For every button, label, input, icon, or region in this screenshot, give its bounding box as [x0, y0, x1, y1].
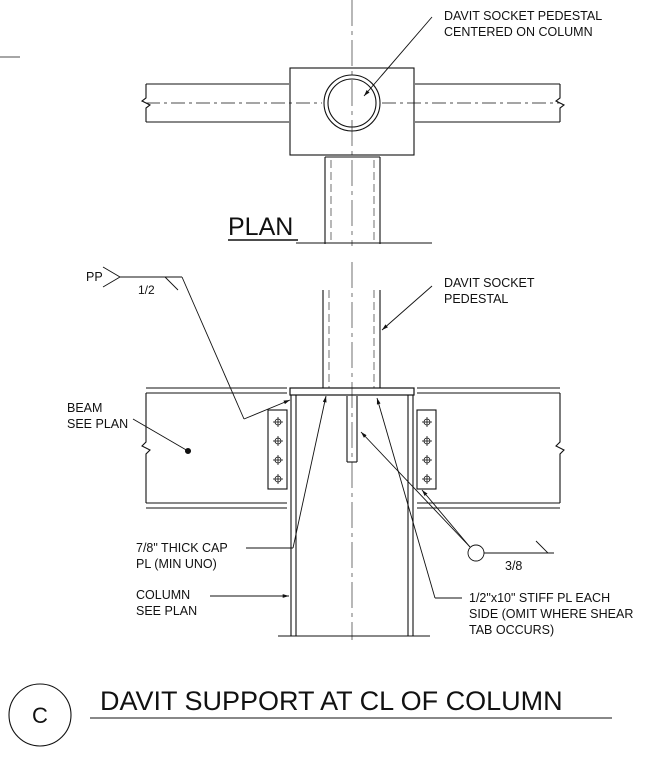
shear-tab-left — [267, 409, 288, 490]
pp-weld-symbol — [102, 266, 291, 420]
plan-column — [296, 156, 432, 244]
detail-title-block — [8, 683, 612, 747]
column-note-line1: COLUMN — [136, 588, 190, 602]
stiffener-plate — [346, 396, 358, 463]
plan-view — [0, 0, 566, 246]
column-note-line2: SEE PLAN — [136, 604, 197, 618]
cap-plate — [289, 387, 415, 396]
beam-note-line1: BEAM — [67, 401, 102, 415]
section-view — [102, 262, 565, 640]
detail-letter: C — [32, 703, 48, 728]
stiff-note-line2: SIDE (OMIT WHERE SHEAR — [469, 607, 633, 621]
fillet-weld-symbol — [360, 431, 554, 562]
beam-note-line2: SEE PLAN — [67, 417, 128, 431]
stiff-note-line3: TAB OCCURS) — [469, 623, 554, 637]
plan-pedestal-plate — [289, 67, 415, 156]
section-beam-right — [417, 387, 565, 509]
fillet-weld-size: 3/8 — [505, 559, 522, 573]
detail-bubble — [8, 683, 72, 747]
plan-pedestal-leader — [363, 16, 433, 97]
pp-weld-size: 1/2 — [138, 283, 155, 297]
plan-socket-pipe — [323, 74, 381, 132]
section-pedestal-leader — [381, 285, 433, 331]
section-column — [278, 395, 430, 637]
detail-title: DAVIT SUPPORT AT CL OF COLUMN — [100, 686, 563, 716]
plan-label: PLAN — [228, 213, 293, 241]
cap-note-line2: PL (MIN UNO) — [136, 557, 217, 571]
section-pedestal-tube — [322, 290, 381, 388]
plan-beam-right — [382, 83, 566, 123]
pedestal-elev-note-line2: PEDESTAL — [444, 292, 508, 306]
shear-tab-right — [416, 409, 437, 490]
section-beam-left — [141, 387, 287, 509]
pedestal-plan-note-line1: DAVIT SOCKET PEDESTAL — [444, 9, 602, 23]
plan-beam-left — [140, 83, 322, 123]
cap-note-line1: 7/8" THICK CAP — [136, 541, 228, 555]
pedestal-elev-note-line1: DAVIT SOCKET — [444, 276, 535, 290]
pedestal-plan-note-line2: CENTERED ON COLUMN — [444, 25, 593, 39]
stiff-note-line1: 1/2"x10" STIFF PL EACH — [469, 591, 610, 605]
pp-weld-label: PP — [86, 270, 103, 284]
